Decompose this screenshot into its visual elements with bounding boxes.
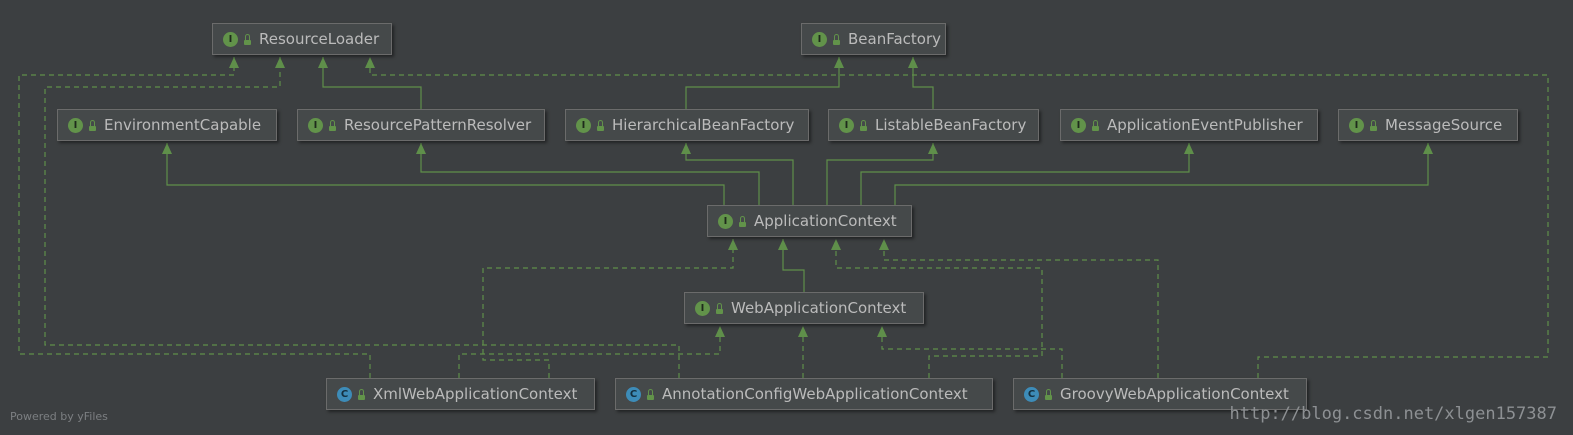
arrowhead-icon: [681, 143, 691, 154]
arrowhead-icon: [778, 239, 788, 250]
arrowhead-icon: [1184, 143, 1194, 154]
node-listable-bean-factory[interactable]: I ListableBeanFactory: [828, 109, 1039, 141]
interface-badge-icon: I: [812, 31, 827, 47]
interface-badge-icon: I: [308, 117, 323, 133]
interface-badge-icon: I: [1071, 117, 1086, 133]
interface-badge-icon: I: [223, 31, 238, 47]
node-resource-pattern-resolver[interactable]: I ResourcePatternResolver: [297, 109, 545, 141]
interface-badge-icon: I: [576, 117, 591, 133]
arrowhead-icon: [318, 57, 328, 68]
edge-annotation-config-web-application-context-to-application-context: [835, 239, 1043, 378]
arrowhead-icon: [879, 239, 889, 250]
node-application-context[interactable]: I ApplicationContext: [707, 205, 912, 237]
arrowhead-icon: [928, 143, 938, 154]
arrowhead-icon: [715, 326, 725, 337]
node-hierarchical-bean-factory[interactable]: I HierarchicalBeanFactory: [565, 109, 809, 141]
node-label: BeanFactory: [848, 30, 942, 48]
edge-xml-web-application-context-to-application-context: [482, 239, 734, 378]
arrowhead-icon: [831, 239, 841, 250]
arrowhead-icon: [798, 326, 808, 337]
edge-hierarchical-bean-factory-to-bean-factory: [685, 57, 840, 109]
lock-icon: [738, 215, 747, 227]
arrowhead-icon: [1423, 143, 1433, 154]
edge-groovy-web-application-context-to-web-application-context: [881, 326, 1063, 378]
node-label: EnvironmentCapable: [104, 116, 262, 134]
lock-icon: [328, 119, 337, 131]
lock-icon: [357, 388, 366, 400]
lock-icon: [1044, 388, 1053, 400]
edge-xml-web-application-context-to-web-application-context: [458, 326, 721, 378]
interface-badge-icon: I: [718, 213, 733, 229]
lock-icon: [646, 388, 655, 400]
interface-badge-icon: I: [1349, 117, 1364, 133]
edge-application-context-to-application-event-publisher: [860, 143, 1190, 205]
edge-xml-web-application-context-to-resource-loader: [18, 57, 371, 378]
edge-application-context-to-resource-pattern-resolver: [420, 143, 760, 205]
arrowhead-icon: [834, 57, 844, 68]
node-message-source[interactable]: I MessageSource: [1338, 109, 1518, 141]
lock-icon: [1369, 119, 1378, 131]
edge-application-context-to-hierarchical-bean-factory: [685, 143, 794, 205]
lock-icon: [243, 33, 252, 45]
lock-icon: [596, 119, 605, 131]
edge-application-context-to-listable-bean-factory: [826, 143, 934, 205]
lock-icon: [859, 119, 868, 131]
interface-badge-icon: I: [839, 117, 854, 133]
lock-icon: [88, 119, 97, 131]
arrowhead-icon: [877, 326, 887, 337]
node-annotation-config-web-application-context[interactable]: C AnnotationConfigWebApplicationContext: [615, 378, 993, 410]
node-label: ResourceLoader: [259, 30, 380, 48]
lock-icon: [1091, 119, 1100, 131]
arrowhead-icon: [365, 57, 375, 68]
edge-web-application-context-to-application-context: [782, 239, 805, 292]
node-label: XmlWebApplicationContext: [373, 385, 578, 403]
edge-listable-bean-factory-to-bean-factory: [912, 57, 934, 109]
edge-groovy-web-application-context-to-resource-loader: [369, 57, 1549, 378]
lock-icon: [715, 302, 724, 314]
edge-application-context-to-message-source: [894, 143, 1429, 205]
arrowhead-icon: [728, 239, 738, 250]
arrowhead-icon: [229, 57, 239, 68]
node-label: ResourcePatternResolver: [344, 116, 532, 134]
node-label: WebApplicationContext: [731, 299, 907, 317]
node-label: AnnotationConfigWebApplicationContext: [662, 385, 968, 403]
arrowhead-icon: [416, 143, 426, 154]
class-badge-icon: C: [1024, 386, 1039, 402]
node-label: GroovyWebApplicationContext: [1060, 385, 1289, 403]
edge-resource-pattern-resolver-to-resource-loader: [322, 57, 422, 109]
arrowhead-icon: [275, 57, 285, 68]
node-label: MessageSource: [1385, 116, 1503, 134]
interface-badge-icon: I: [68, 117, 83, 133]
node-resource-loader[interactable]: I ResourceLoader: [212, 23, 392, 55]
node-label: HierarchicalBeanFactory: [612, 116, 795, 134]
blog-watermark: http://blog.csdn.net/xlgen157387: [1229, 404, 1557, 424]
node-label: ApplicationContext: [754, 212, 897, 230]
arrowhead-icon: [162, 143, 172, 154]
node-bean-factory[interactable]: I BeanFactory: [801, 23, 946, 55]
node-environment-capable[interactable]: I EnvironmentCapable: [57, 109, 277, 141]
node-label: ListableBeanFactory: [875, 116, 1027, 134]
class-badge-icon: C: [337, 386, 352, 402]
class-badge-icon: C: [626, 386, 641, 402]
node-groovy-web-application-context[interactable]: C GroovyWebApplicationContext: [1013, 378, 1307, 410]
edge-application-context-to-environment-capable: [166, 143, 725, 205]
node-label: ApplicationEventPublisher: [1107, 116, 1303, 134]
lock-icon: [832, 33, 841, 45]
node-application-event-publisher[interactable]: I ApplicationEventPublisher: [1060, 109, 1318, 141]
edge-annotation-config-web-application-context-to-resource-loader: [44, 57, 680, 378]
arrowhead-icon: [908, 57, 918, 68]
interface-badge-icon: I: [695, 300, 710, 316]
edge-groovy-web-application-context-to-application-context: [883, 239, 1159, 378]
powered-by-footer: Powered by yFiles: [10, 410, 108, 423]
node-xml-web-application-context[interactable]: C XmlWebApplicationContext: [326, 378, 595, 410]
node-web-application-context[interactable]: I WebApplicationContext: [684, 292, 924, 324]
